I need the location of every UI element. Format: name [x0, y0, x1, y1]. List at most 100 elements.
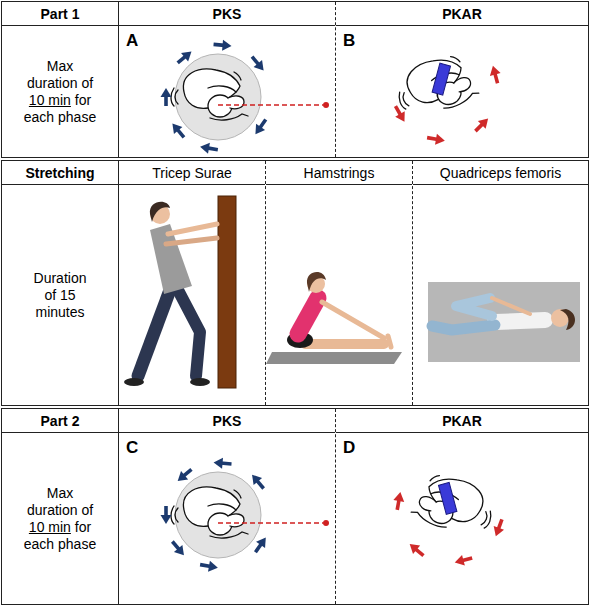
protocol-cell: PKS C: [118, 409, 335, 604]
protocol-cell: PKAR B: [335, 2, 588, 157]
protocol-cell: PKSA: [118, 2, 335, 157]
column-heading: Stretching: [25, 165, 94, 181]
curled-figure: [410, 468, 500, 542]
duration-note: Max duration of 10 min for each phase: [20, 58, 100, 126]
duration-cell: Duration of 15 minutes: [2, 185, 118, 405]
header-band: Hamstrings: [266, 161, 412, 185]
header-band: PKAR: [336, 2, 588, 26]
head: [551, 309, 569, 327]
column-heading: Part 2: [41, 413, 80, 429]
duration-text: Max duration of: [27, 485, 93, 518]
lower-leg: [432, 325, 495, 330]
rolling-arrow: [406, 540, 427, 560]
header-band: Tricep Surae: [119, 161, 265, 185]
bent-leg: [456, 298, 492, 316]
rotation-arrow: [251, 116, 270, 137]
rotation-arrow: [248, 53, 268, 74]
header-band: PKS: [119, 409, 335, 433]
hair: [560, 309, 575, 330]
duration-note: Max duration of 10 min for each phase: [20, 485, 100, 553]
curled-figure: [171, 487, 248, 538]
column-heading: PKS: [213, 6, 242, 22]
rotation-arrow: [168, 120, 188, 141]
shoe: [190, 378, 210, 386]
column-heading: Hamstrings: [304, 165, 375, 181]
arm: [322, 302, 384, 338]
duration-text: Duration of 15 minutes: [34, 270, 87, 320]
protocol-cell: Quadriceps femoris: [412, 161, 588, 405]
sensor-block: [432, 63, 450, 95]
protocol-cell: Hamstrings: [265, 161, 412, 405]
column-heading: Part 1: [41, 6, 80, 22]
header-band: Part 1: [2, 2, 118, 26]
torso: [495, 320, 545, 322]
rotation-arrow: [248, 471, 268, 492]
front-leg: [178, 290, 200, 376]
rotation-arrow: [161, 506, 172, 524]
rotation-arrow: [199, 559, 219, 573]
panel-letter: C: [126, 438, 138, 458]
protocol-panel: Part 1 Max duration of 10 min for each ph…: [1, 1, 589, 158]
rotation-arrow: [168, 538, 188, 559]
rolling-arrow: [391, 103, 410, 124]
torso: [150, 224, 192, 294]
protocol-cell: Tricep Surae: [118, 161, 265, 405]
shorts: [287, 332, 313, 348]
rolling-arrow: [426, 132, 446, 146]
protocol-panel: Part 2 Max duration of 10 min for each ph…: [1, 408, 589, 605]
head: [307, 275, 325, 293]
panel-letter: D: [343, 438, 355, 458]
shoe: [124, 378, 144, 386]
rotation-arrow: [213, 457, 232, 470]
curled-figure: [390, 49, 480, 123]
protocol-panel: StretchingDuration of 15 minutes Tricep S…: [1, 160, 589, 406]
reference-line: [218, 522, 323, 524]
exercise-mat: [266, 352, 402, 364]
head: [150, 204, 170, 224]
protocol-cell: PKAR D: [335, 409, 588, 604]
reference-dot: [323, 102, 329, 108]
rotation-arrow: [251, 534, 270, 555]
header-band: PKAR: [336, 409, 588, 433]
reference-dot: [323, 520, 329, 526]
rotation-arrow: [174, 47, 195, 67]
duration-note: Duration of 15 minutes: [28, 270, 92, 321]
sensor-block: [439, 482, 457, 514]
rotation-arrow: [213, 39, 232, 52]
column-heading: Tricep Surae: [152, 165, 232, 181]
header-band: Part 2: [2, 409, 118, 433]
column-heading: PKAR: [442, 413, 482, 429]
duration-text: 10 min: [29, 519, 71, 535]
legs: [305, 339, 384, 349]
wall-post: [218, 196, 236, 388]
platform-circle: [175, 54, 261, 140]
feet: [388, 336, 391, 347]
column-heading: PKAR: [442, 6, 482, 22]
photo-background: [428, 282, 580, 362]
hair: [150, 202, 170, 222]
arm: [168, 224, 217, 234]
reference-line: [218, 104, 323, 106]
rolling-arrow: [491, 517, 507, 538]
torso: [298, 298, 318, 334]
platform-circle: [175, 472, 261, 558]
arm: [492, 298, 530, 314]
arm: [166, 238, 217, 244]
curled-figure: [171, 69, 248, 120]
rotation-arrow: [174, 465, 195, 485]
panel-letter: B: [343, 31, 355, 51]
rotation-arrow: [199, 141, 219, 155]
rolling-arrow: [488, 64, 503, 84]
column-heading: Quadriceps femoris: [440, 165, 561, 181]
header-band: Quadriceps femoris: [413, 161, 588, 185]
header-band: PKS: [119, 2, 335, 26]
duration-cell: Max duration of 10 min for each phase: [2, 433, 118, 604]
duration-text: 10 min: [29, 92, 71, 108]
duration-text: Max duration of: [27, 58, 93, 91]
hair: [307, 272, 326, 292]
rolling-arrow: [392, 491, 406, 511]
column-heading: PKS: [213, 413, 242, 429]
header-band: Stretching: [2, 161, 118, 185]
